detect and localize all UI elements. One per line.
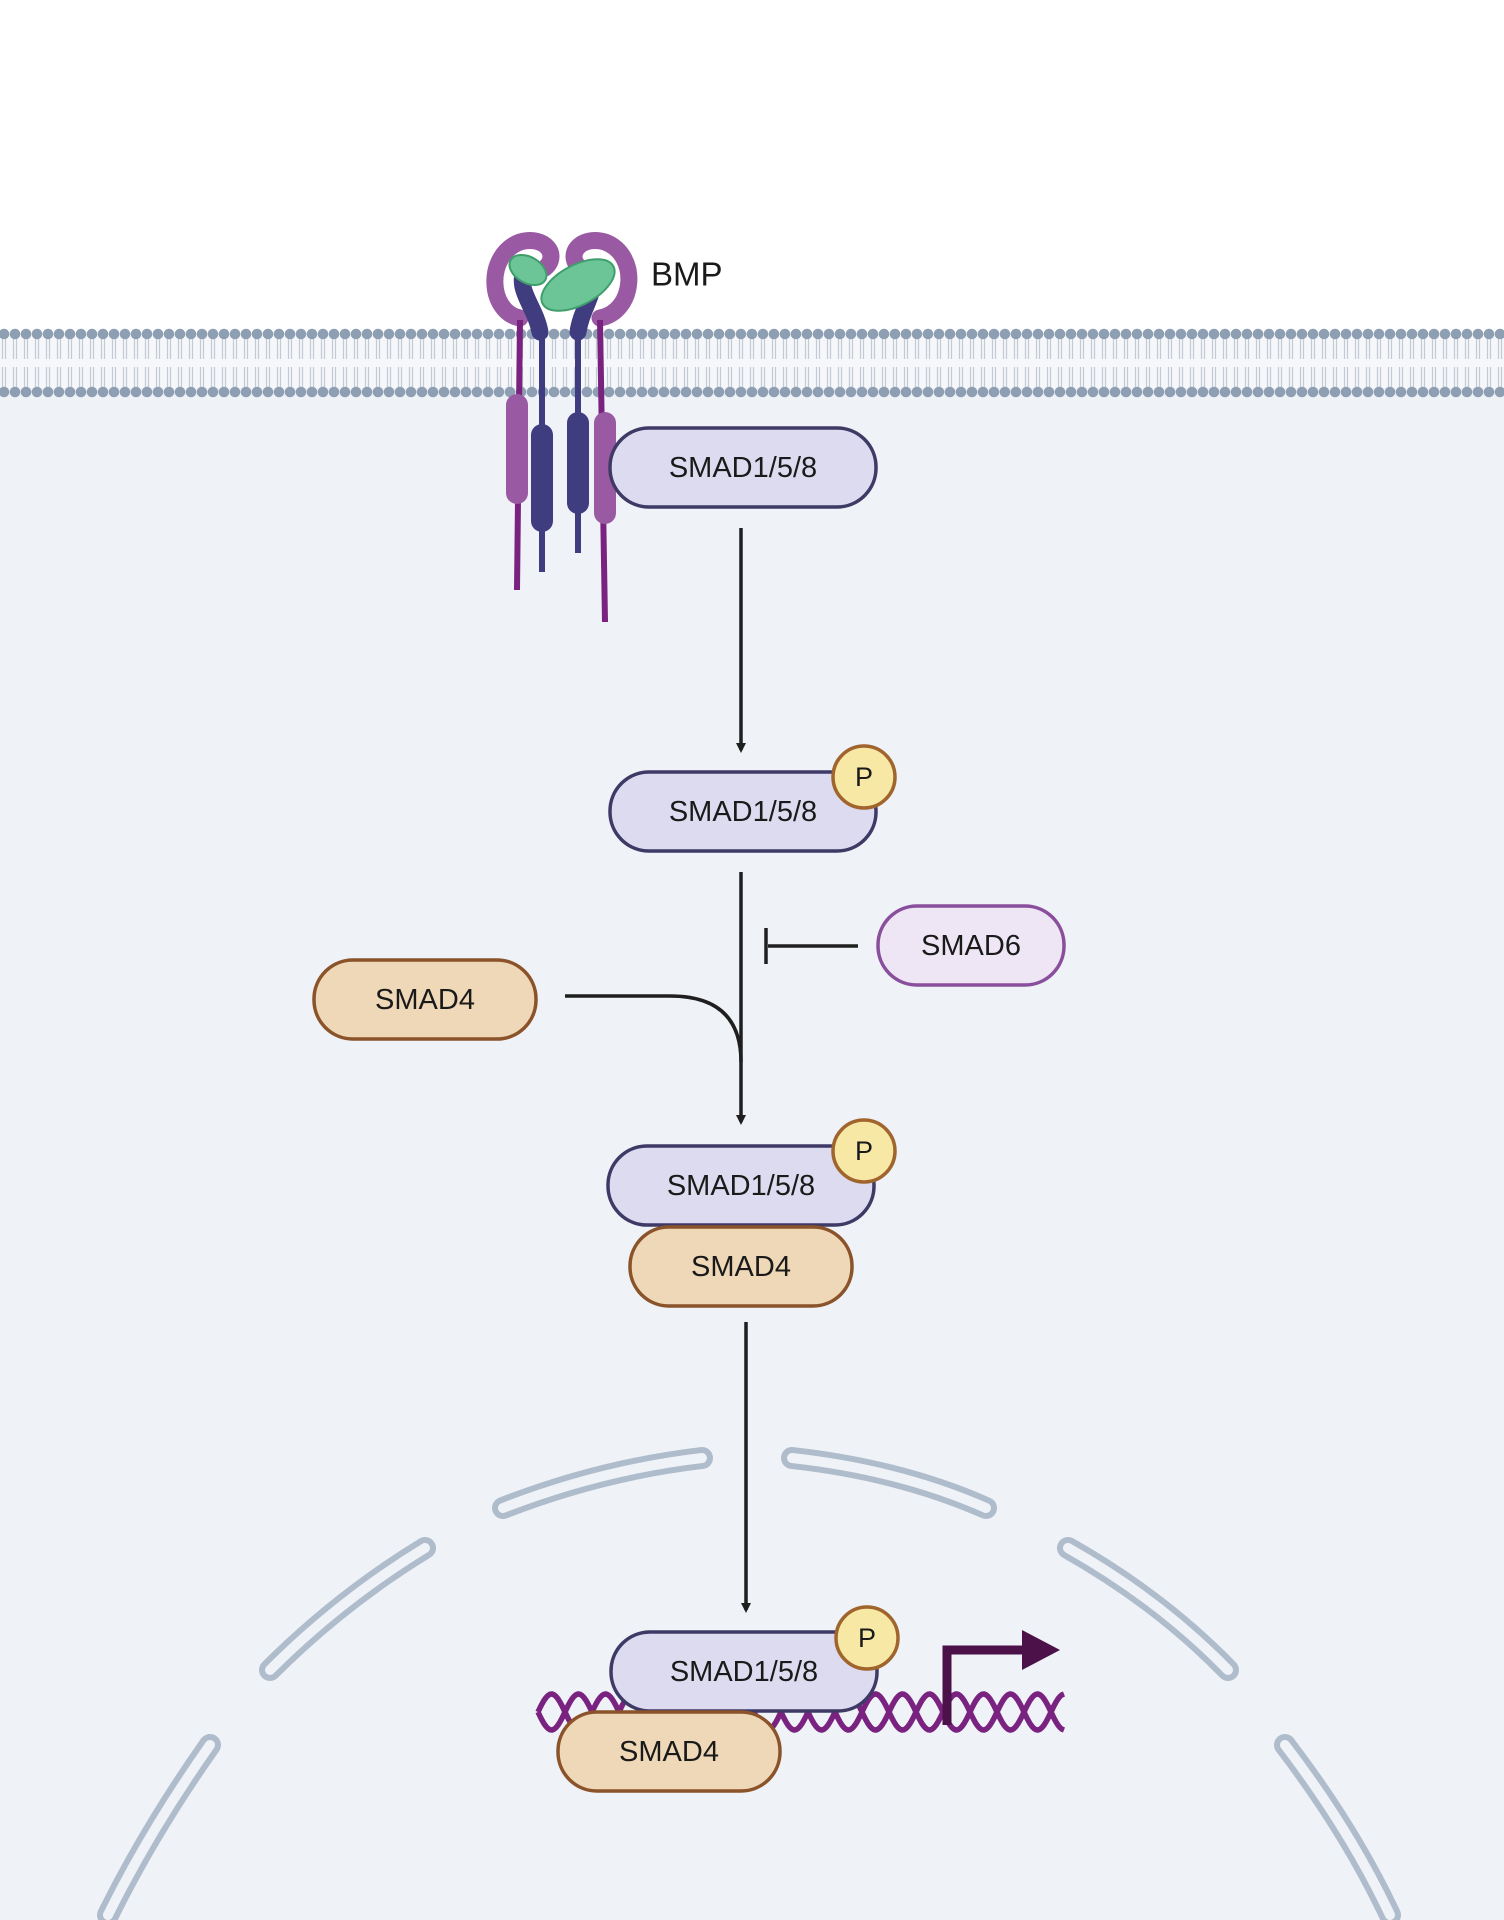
cell-membrane [0,328,1504,398]
smad158-receptor-label: SMAD1/5/8 [669,452,817,484]
bmp-label: BMP [651,256,723,293]
arrow-smad4-merge [565,994,743,1063]
type-ii-receptor-right [565,232,638,623]
phospho-smad158-label: SMAD1/5/8 [669,796,817,828]
pathway-arrows [565,528,858,1613]
nuclear-envelope [97,1447,1401,1920]
smad-complex-node: SMAD1/5/8 P SMAD4 [606,1118,897,1308]
complex-smad4-label: SMAD4 [691,1251,791,1283]
smad4-free-node: SMAD4 [312,958,538,1041]
nuclear-smad158-label: SMAD1/5/8 [670,1656,818,1688]
complex-phospho-label: P [855,1136,873,1166]
transcription-start-arrow [942,1630,1060,1725]
phospho-smad158-node: SMAD1/5/8 P [608,744,897,853]
complex-smad158-label: SMAD1/5/8 [667,1170,815,1202]
nuclear-smad-complex-node: SMAD1/5/8 P SMAD4 [556,1605,900,1793]
phospho-tag-label: P [855,762,873,792]
nuclear-phospho-label: P [858,1623,876,1653]
smad6-label: SMAD6 [921,930,1021,962]
smad6-node: SMAD6 [876,904,1066,987]
bmp-receptor-complex [486,232,638,623]
smad158-receptor-node: SMAD1/5/8 [608,426,878,509]
nuclear-smad4-label: SMAD4 [619,1736,719,1768]
type-ii-receptor-left [486,232,560,591]
bmp-ligand [508,253,616,312]
smad4-free-label: SMAD4 [375,984,475,1016]
